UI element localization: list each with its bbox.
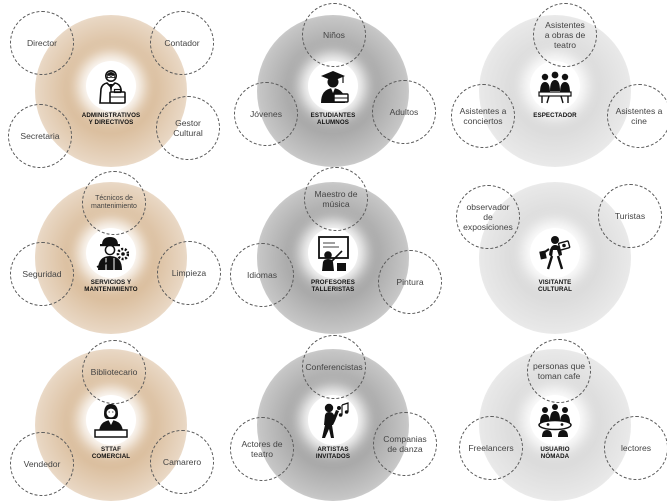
maintenance-worker-icon — [96, 237, 129, 270]
satellite-camarero: Camarero — [150, 430, 214, 494]
satellite-ni-os: Niños — [302, 3, 366, 67]
role-label: ARTISTAS INVITADOS — [315, 446, 351, 461]
satellite-personas-que-toman-cafe: personas que toman cafe — [527, 339, 591, 403]
satellite-asistentes-a-cine: Asistentes a cine — [607, 84, 667, 148]
satellite-asistentes-a-conciertos: Asistentes a conciertos — [451, 84, 515, 148]
satellite-bibliotecario: Bibliotecario — [82, 340, 146, 404]
singer-microphone-icon — [322, 402, 349, 438]
center-disc — [308, 395, 358, 445]
graduate-student-icon — [321, 71, 349, 103]
satellite-companias-de-danza: Companias de danza — [373, 412, 437, 476]
satellite-t-cnicos-de-mantenimiento: Técnicos de mantenimiento — [82, 171, 146, 235]
role-label: SERVICIOS Y MANTENIMIENTO — [84, 279, 138, 294]
satellite-conferencistas: Conferencistas — [302, 335, 366, 399]
satellite-maestro-de-m-sica: Maestro de música — [304, 167, 368, 231]
center-disc — [530, 61, 580, 111]
visitor-camera-icon — [539, 236, 571, 270]
role-label: ESTUDIANTES ALUMNOS — [310, 112, 356, 127]
satellite-gestor-cultural: Gestor Cultural — [156, 96, 220, 160]
satellite-asistentes-a-obras-de-teatro: Asistentes a obras de teatro — [533, 3, 597, 67]
teacher-board-icon — [318, 236, 349, 271]
cluster-administrativos-y-directivos: ADMINISTRATIVOS Y DIRECTIVOS Director Cont… — [0, 0, 222, 168]
cluster-servicios-y-mantenimiento: SERVICIOS Y MANTENIMIENTO Técnicos de man… — [0, 167, 222, 334]
center-disc — [308, 228, 358, 278]
satellite-j-venes: Jóvenes — [234, 82, 298, 146]
people-at-table-icon — [538, 404, 572, 437]
businessman-briefcase-icon — [99, 70, 126, 104]
role-label: STTAF COMERCIAL — [91, 446, 131, 461]
center-disc — [308, 61, 358, 111]
center-disc — [86, 228, 136, 278]
satellite-idiomas: Idiomas — [230, 243, 294, 307]
satellite-director: Director — [10, 11, 74, 75]
satellite-turistas: Turistas — [598, 184, 662, 248]
satellite-seguridad: Seguridad — [10, 242, 74, 306]
satellite-secretaria: Secretaria — [8, 104, 72, 168]
satellite-lectores: lectores — [604, 416, 667, 480]
satellite-freelancers: Freelancers — [459, 416, 523, 480]
role-label: ADMINISTRATIVOS Y DIRECTIVOS — [81, 112, 141, 127]
satellite-contador: Contador — [150, 11, 214, 75]
receptionist-icon — [94, 404, 128, 438]
center-disc — [86, 61, 136, 111]
center-disc — [530, 228, 580, 278]
satellite-adultos: Adultos — [372, 80, 436, 144]
satellite-pintura: Pintura — [378, 250, 442, 314]
role-label: VISITANTE CULTURAL — [537, 279, 573, 294]
satellite-observador-de-exposiciones: observador de exposiciones — [456, 185, 520, 249]
role-label: PROFESORES TALLERISTAS — [311, 279, 355, 294]
audience-icon — [538, 71, 572, 104]
center-disc — [530, 395, 580, 445]
satellite-limpieza: Limpieza — [157, 241, 221, 305]
satellite-vendedor: Vendedor — [10, 432, 74, 496]
cluster-visitante-cultural: VISITANTE CULTURAL observador de exposici… — [444, 167, 666, 334]
role-label: ESPECTADOR — [533, 112, 577, 119]
role-label: USUARIO NÓMADA — [540, 446, 570, 461]
satellite-actores-de-teatro: Actores de teatro — [230, 417, 294, 481]
